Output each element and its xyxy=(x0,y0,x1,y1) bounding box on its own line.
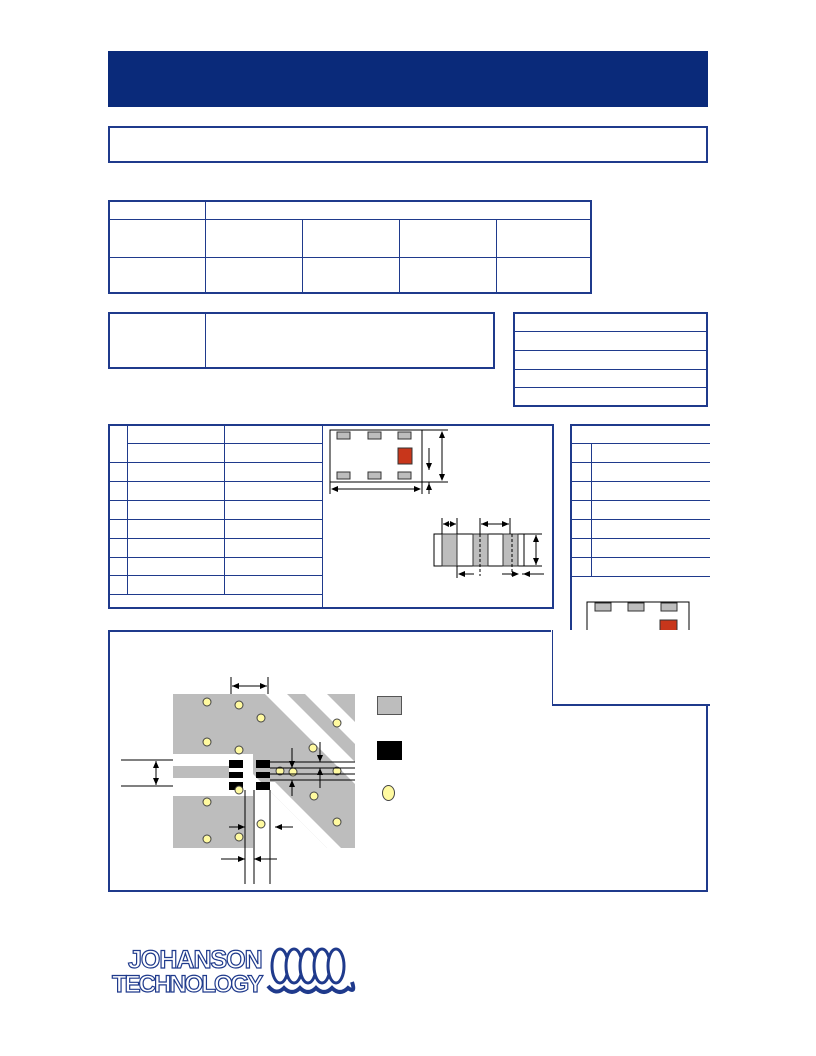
terminal-pad xyxy=(336,431,351,440)
land xyxy=(229,772,243,778)
land xyxy=(229,782,243,790)
gray-swatch-icon xyxy=(377,696,402,715)
component-outline-drawing xyxy=(329,429,544,578)
land xyxy=(256,760,270,768)
terminal-pad xyxy=(397,431,412,440)
land xyxy=(256,772,270,778)
land xyxy=(256,782,270,790)
logo-wave-icon xyxy=(266,947,356,994)
header-banner xyxy=(108,51,708,107)
parts-table xyxy=(108,200,592,294)
land-pattern-section xyxy=(108,630,708,892)
terminal-pad xyxy=(367,431,382,440)
land xyxy=(229,760,243,768)
via-circle-icon xyxy=(382,785,395,801)
dimensions-section xyxy=(108,424,554,609)
terminal-pad xyxy=(367,471,382,480)
right-spec-table xyxy=(513,312,708,407)
logo-line2: TECHNOLOGY xyxy=(111,970,264,998)
company-logo: JOHANSON TECHNOLOGY xyxy=(111,945,362,1002)
black-swatch-icon xyxy=(377,741,402,760)
terminal-pad xyxy=(397,471,412,480)
logo-line1: JOHANSON xyxy=(127,945,263,974)
terminal-pad xyxy=(336,471,351,480)
info-box xyxy=(108,312,495,369)
land-pattern-drawing xyxy=(121,677,355,884)
description-box xyxy=(108,126,708,163)
orientation-marker xyxy=(397,447,413,465)
